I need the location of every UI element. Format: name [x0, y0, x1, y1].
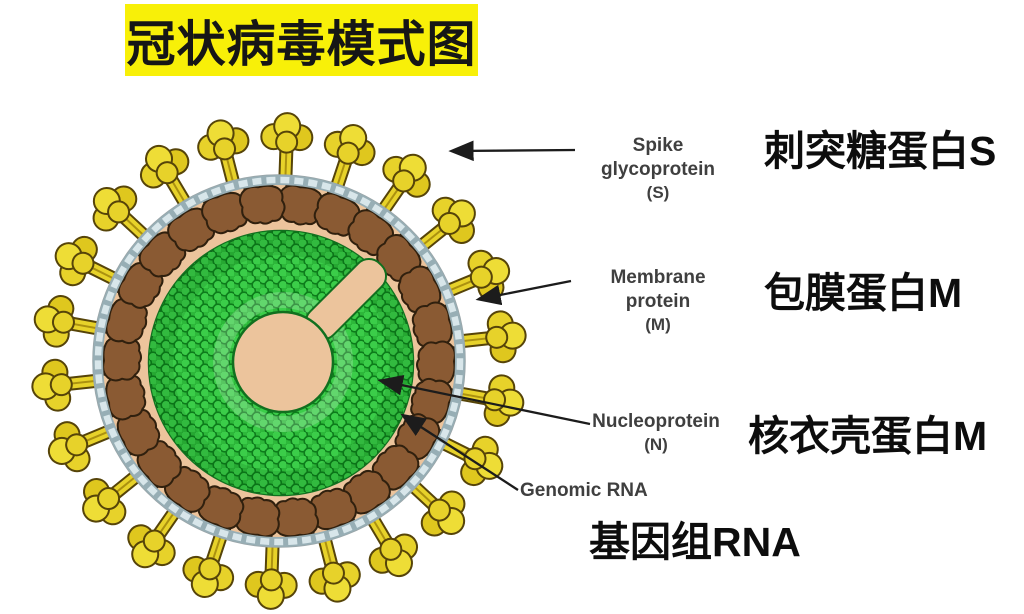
page-title: 冠状病毒模式图 — [126, 17, 477, 72]
label-spike-en: Spike glycoprotein — [600, 135, 715, 180]
arrow-genomic-rna — [400, 413, 519, 491]
page-title-highlight: 冠状病毒模式图 — [125, 4, 478, 76]
label-genomic-rna-zh: 基因组RNA — [589, 519, 801, 565]
nucleocapsid-coil — [147, 229, 415, 497]
label-nucleoprotein-en: Nucleoprotein — [592, 411, 720, 432]
label-nucleoprotein-zh: 核衣壳蛋白M — [748, 413, 988, 459]
label-membrane-en: Membrane protein — [610, 267, 706, 312]
label-membrane-protein: Membrane protein (M) — [576, 266, 740, 335]
label-genomic-rna-en: Genomic RNA — [520, 480, 648, 501]
arrow-nucleoprotein — [377, 375, 591, 426]
membrane-ring — [93, 175, 465, 547]
label-membrane-abbr: (M) — [645, 314, 671, 334]
arrow-membrane — [475, 279, 572, 306]
label-membrane-zh: 包膜蛋白M — [764, 270, 963, 316]
label-spike-abbr: (S) — [646, 182, 670, 202]
arrow-spike — [448, 140, 576, 162]
label-genomic-rna: Genomic RNA — [520, 479, 730, 503]
label-spike-zh: 刺突糖蛋白S — [764, 128, 997, 174]
label-nucleoprotein-abbr: (N) — [644, 434, 668, 454]
label-spike-glycoprotein: Spike glycoprotein (S) — [576, 134, 740, 203]
label-nucleoprotein: Nucleoprotein (N) — [590, 410, 722, 455]
core-hole — [231, 310, 335, 414]
